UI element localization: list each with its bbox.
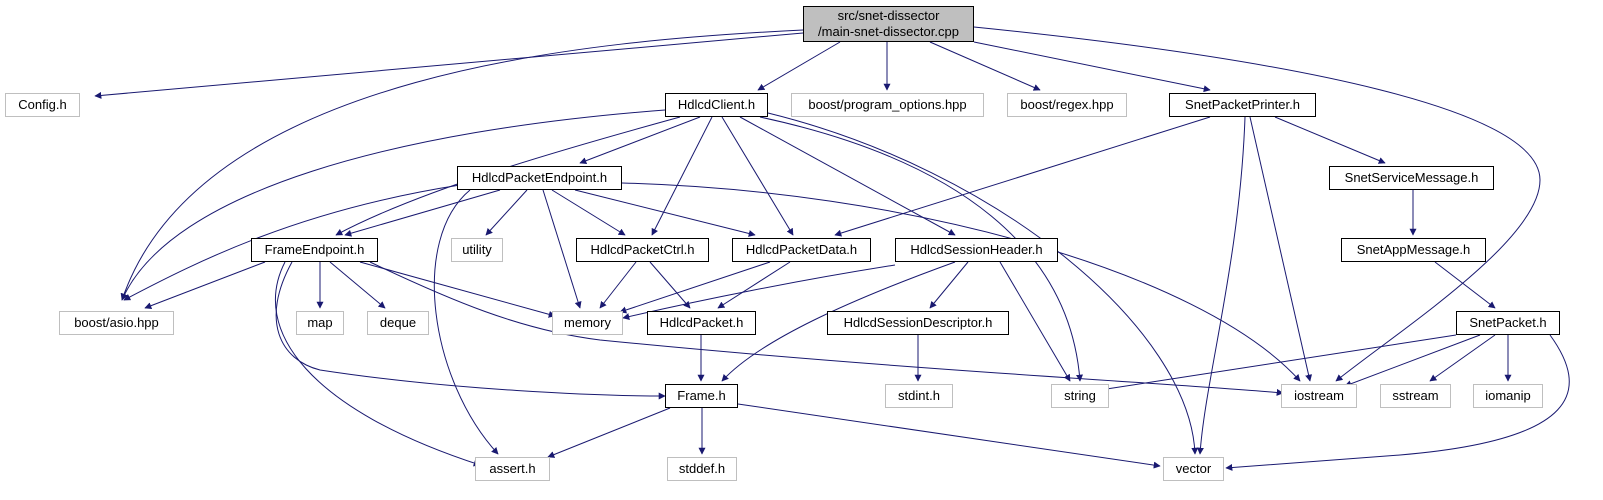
edge-hdlcdpacketendpoint-to-hdlcdpacketdata — [574, 189, 756, 237]
node-sstream[interactable]: sstream — [1380, 384, 1451, 408]
edge-frameendpoint-to-assert — [275, 261, 481, 467]
node-map[interactable]: map — [296, 311, 344, 335]
node-iomanip[interactable]: iomanip — [1473, 384, 1543, 408]
node-hdlcdpacketdata-h[interactable]: HdlcdPacketData.h — [732, 238, 871, 262]
edge-hdlcdclient-to-hdlcdpacketendpoint — [579, 116, 701, 165]
edge-hdlcdpacketendpoint-to-frameendpoint — [344, 189, 501, 237]
edge-hdlcdpacketendpoint-to-memory — [542, 189, 582, 309]
node-hdlcdsessionheader-h[interactable]: HdlcdSessionHeader.h — [895, 238, 1058, 262]
node-snetappmessage-h[interactable]: SnetAppMessage.h — [1341, 238, 1486, 262]
edge-hdlcdsessionheader-to-hdlcdsessiondescriptor — [929, 261, 969, 309]
node-vector[interactable]: vector — [1163, 457, 1224, 481]
edge-snetpacket-to-sstream — [1429, 334, 1496, 382]
node-iostream[interactable]: iostream — [1281, 384, 1357, 408]
edge-hdlcdpacketctrl-to-memory — [599, 261, 637, 309]
node-hdlcdpacket-h[interactable]: HdlcdPacket.h — [647, 311, 756, 335]
node-utility[interactable]: utility — [451, 238, 503, 262]
node-boost-program-options-hpp[interactable]: boost/program_options.hpp — [791, 93, 984, 117]
edge-snetpacket-to-vector — [1225, 334, 1570, 471]
node-deque[interactable]: deque — [367, 311, 429, 335]
edge-hdlcdpacketendpoint-to-asio — [123, 184, 461, 301]
node-boost-asio-hpp[interactable]: boost/asio.hpp — [59, 311, 174, 335]
node-hdlcdclient-h[interactable]: HdlcdClient.h — [665, 93, 768, 117]
edge-hdlcdsessionheader-to-string — [999, 261, 1071, 382]
edge-hdlcdpacketdata-to-hdlcdpacket — [717, 261, 791, 309]
edge-root-to-snetpacketprinter — [973, 41, 1211, 93]
edge-hdlcdclient-to-string — [759, 116, 1084, 382]
edge-frameendpoint-to-iostream — [369, 261, 1284, 396]
edge-snetpacket-to-iostream — [1344, 334, 1481, 388]
node-string[interactable]: string — [1051, 384, 1109, 408]
edge-hdlcdsessionheader-to-frame — [721, 261, 956, 382]
edge-hdlcdclient-to-hdlcdsessionheader — [739, 116, 956, 236]
edge-snetappmessage-to-snetpacket — [1434, 261, 1496, 309]
edge-root-to-iostream — [973, 26, 1541, 382]
node-snetpacketprinter-h[interactable]: SnetPacketPrinter.h — [1169, 93, 1316, 117]
edge-root-to-regex — [929, 41, 1041, 91]
node-stdint-h[interactable]: stdint.h — [885, 384, 953, 408]
root-file-line: /main-snet-dissector.cpp — [818, 24, 959, 39]
node-stddef-h[interactable]: stddef.h — [667, 457, 737, 481]
edge-hdlcdpacketendpoint-to-utility — [485, 189, 528, 236]
node-hdlcdpacketctrl-h[interactable]: HdlcdPacketCtrl.h — [576, 238, 709, 262]
edge-frameendpoint-to-frame — [275, 261, 666, 400]
edge-hdlcdclient-to-hdlcdpacketctrl — [651, 116, 713, 236]
edge-hdlcdpacketendpoint-to-hdlcdpacketctrl — [551, 189, 626, 236]
edge-snetpacketprinter-to-iostream — [1249, 116, 1313, 382]
node-assert-h[interactable]: assert.h — [475, 457, 550, 481]
edge-hdlcdclient-to-hdlcdpacketdata — [721, 116, 794, 236]
edge-frameendpoint-to-deque — [329, 261, 386, 309]
edge-root-to-hdlcdclient — [757, 41, 841, 91]
node-hdlcdsessiondescriptor-h[interactable]: HdlcdSessionDescriptor.h — [827, 311, 1009, 335]
edge-snetpacketprinter-to-vector — [1196, 116, 1246, 455]
node-snetpacket-h[interactable]: SnetPacket.h — [1456, 311, 1560, 335]
edge-hdlcdclient-to-asio — [121, 109, 666, 301]
node-frame-h[interactable]: Frame.h — [665, 384, 738, 408]
node-boost-regex-hpp[interactable]: boost/regex.hpp — [1007, 93, 1127, 117]
edge-frameendpoint-to-memory — [359, 261, 556, 318]
root-path-line: src/snet-dissector — [837, 8, 940, 23]
edge-frame-to-assert — [547, 407, 671, 458]
node-config-h[interactable]: Config.h — [5, 93, 80, 117]
edge-hdlcdpacketdata-to-memory — [619, 261, 771, 314]
edge-frame-to-vector — [737, 403, 1161, 469]
edge-hdlcdpacketendpoint-to-assert — [433, 189, 499, 455]
node-main-snet-dissector-cpp[interactable]: src/snet-dissector /main-snet-dissector.… — [803, 6, 974, 42]
node-frameendpoint-h[interactable]: FrameEndpoint.h — [251, 238, 378, 262]
node-memory[interactable]: memory — [552, 311, 623, 335]
node-snetservicemessage-h[interactable]: SnetServiceMessage.h — [1329, 166, 1494, 190]
edge-root-to-asio — [120, 29, 804, 301]
edge-hdlcdclient-to-vector — [767, 112, 1199, 455]
edge-frameendpoint-to-asio — [144, 261, 266, 310]
edge-snetpacketprinter-to-hdlcdpacketdata — [834, 116, 1211, 237]
edge-snetpacket-to-string — [1099, 334, 1457, 393]
node-hdlcdpacketendpoint-h[interactable]: HdlcdPacketEndpoint.h — [457, 166, 622, 190]
edge-root-to-config — [94, 32, 804, 99]
edge-hdlcdpacketctrl-to-hdlcdpacket — [649, 261, 691, 309]
edge-snetpacketprinter-to-snetservicemessage — [1274, 116, 1386, 164]
